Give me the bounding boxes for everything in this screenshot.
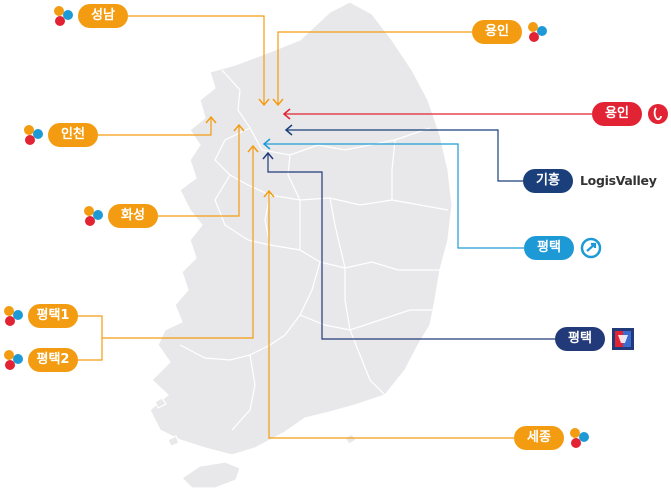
cj-logo-icon — [4, 350, 23, 370]
line-pyeongtaek-sky — [265, 143, 524, 249]
logisvalley-logo-icon: LogisValley — [580, 173, 657, 188]
line-hwaseong — [158, 126, 240, 217]
arrow-pyeongtaek-navy — [262, 151, 274, 160]
line-pyeongtaek-join — [102, 147, 254, 339]
pill-yongin-red[interactable]: 용인 — [592, 102, 642, 126]
shield-logo-icon — [612, 328, 634, 350]
pill-hwaseong[interactable]: 화성 — [108, 204, 158, 228]
arrow-seongnam — [258, 98, 270, 107]
arrow-pyeongtaek-sky — [262, 138, 271, 150]
pill-sejong[interactable]: 세종 — [514, 426, 564, 450]
pill-pyeongtaek-navy[interactable]: 평택 — [555, 327, 605, 351]
arrow-giheung — [284, 124, 293, 136]
mainland-shape — [149, 1, 453, 456]
line-sejong — [268, 192, 514, 439]
jeju-shape — [181, 461, 241, 489]
line-pyeongtaek1 — [76, 315, 103, 361]
pill-seongnam[interactable]: 성남 — [78, 4, 128, 28]
line-giheung — [287, 129, 523, 182]
arrow-yongin-red — [282, 108, 291, 120]
pill-pyeongtaek2[interactable]: 평택2 — [28, 348, 78, 372]
arrow-yongin-cj — [272, 98, 284, 107]
line-seongnam — [128, 15, 265, 104]
cj-logo-icon — [528, 22, 547, 42]
pill-yongin-cj[interactable]: 용인 — [472, 20, 522, 44]
arrow-hwaseong — [233, 123, 245, 132]
lotte-logo-icon — [648, 104, 668, 124]
pill-incheon[interactable]: 인천 — [48, 123, 98, 147]
cj-logo-icon — [54, 6, 73, 26]
cj-logo-icon — [84, 206, 103, 226]
circle-arrow-logo-icon — [580, 237, 602, 259]
pill-pyeongtaek-sky[interactable]: 평택 — [524, 236, 574, 260]
cj-logo-icon — [570, 428, 589, 448]
arrow-incheon — [205, 115, 217, 124]
cj-logo-icon — [24, 125, 43, 145]
line-yongin-cj — [277, 31, 472, 104]
cj-logo-icon — [4, 306, 23, 326]
arrow-pyeongtaek — [247, 144, 259, 153]
pill-giheung[interactable]: 기흥 — [523, 169, 573, 193]
line-pyeongtaek-navy — [267, 154, 555, 340]
pill-pyeongtaek1[interactable]: 평택1 — [28, 304, 78, 328]
arrow-sejong — [263, 189, 275, 198]
line-incheon — [98, 118, 212, 136]
